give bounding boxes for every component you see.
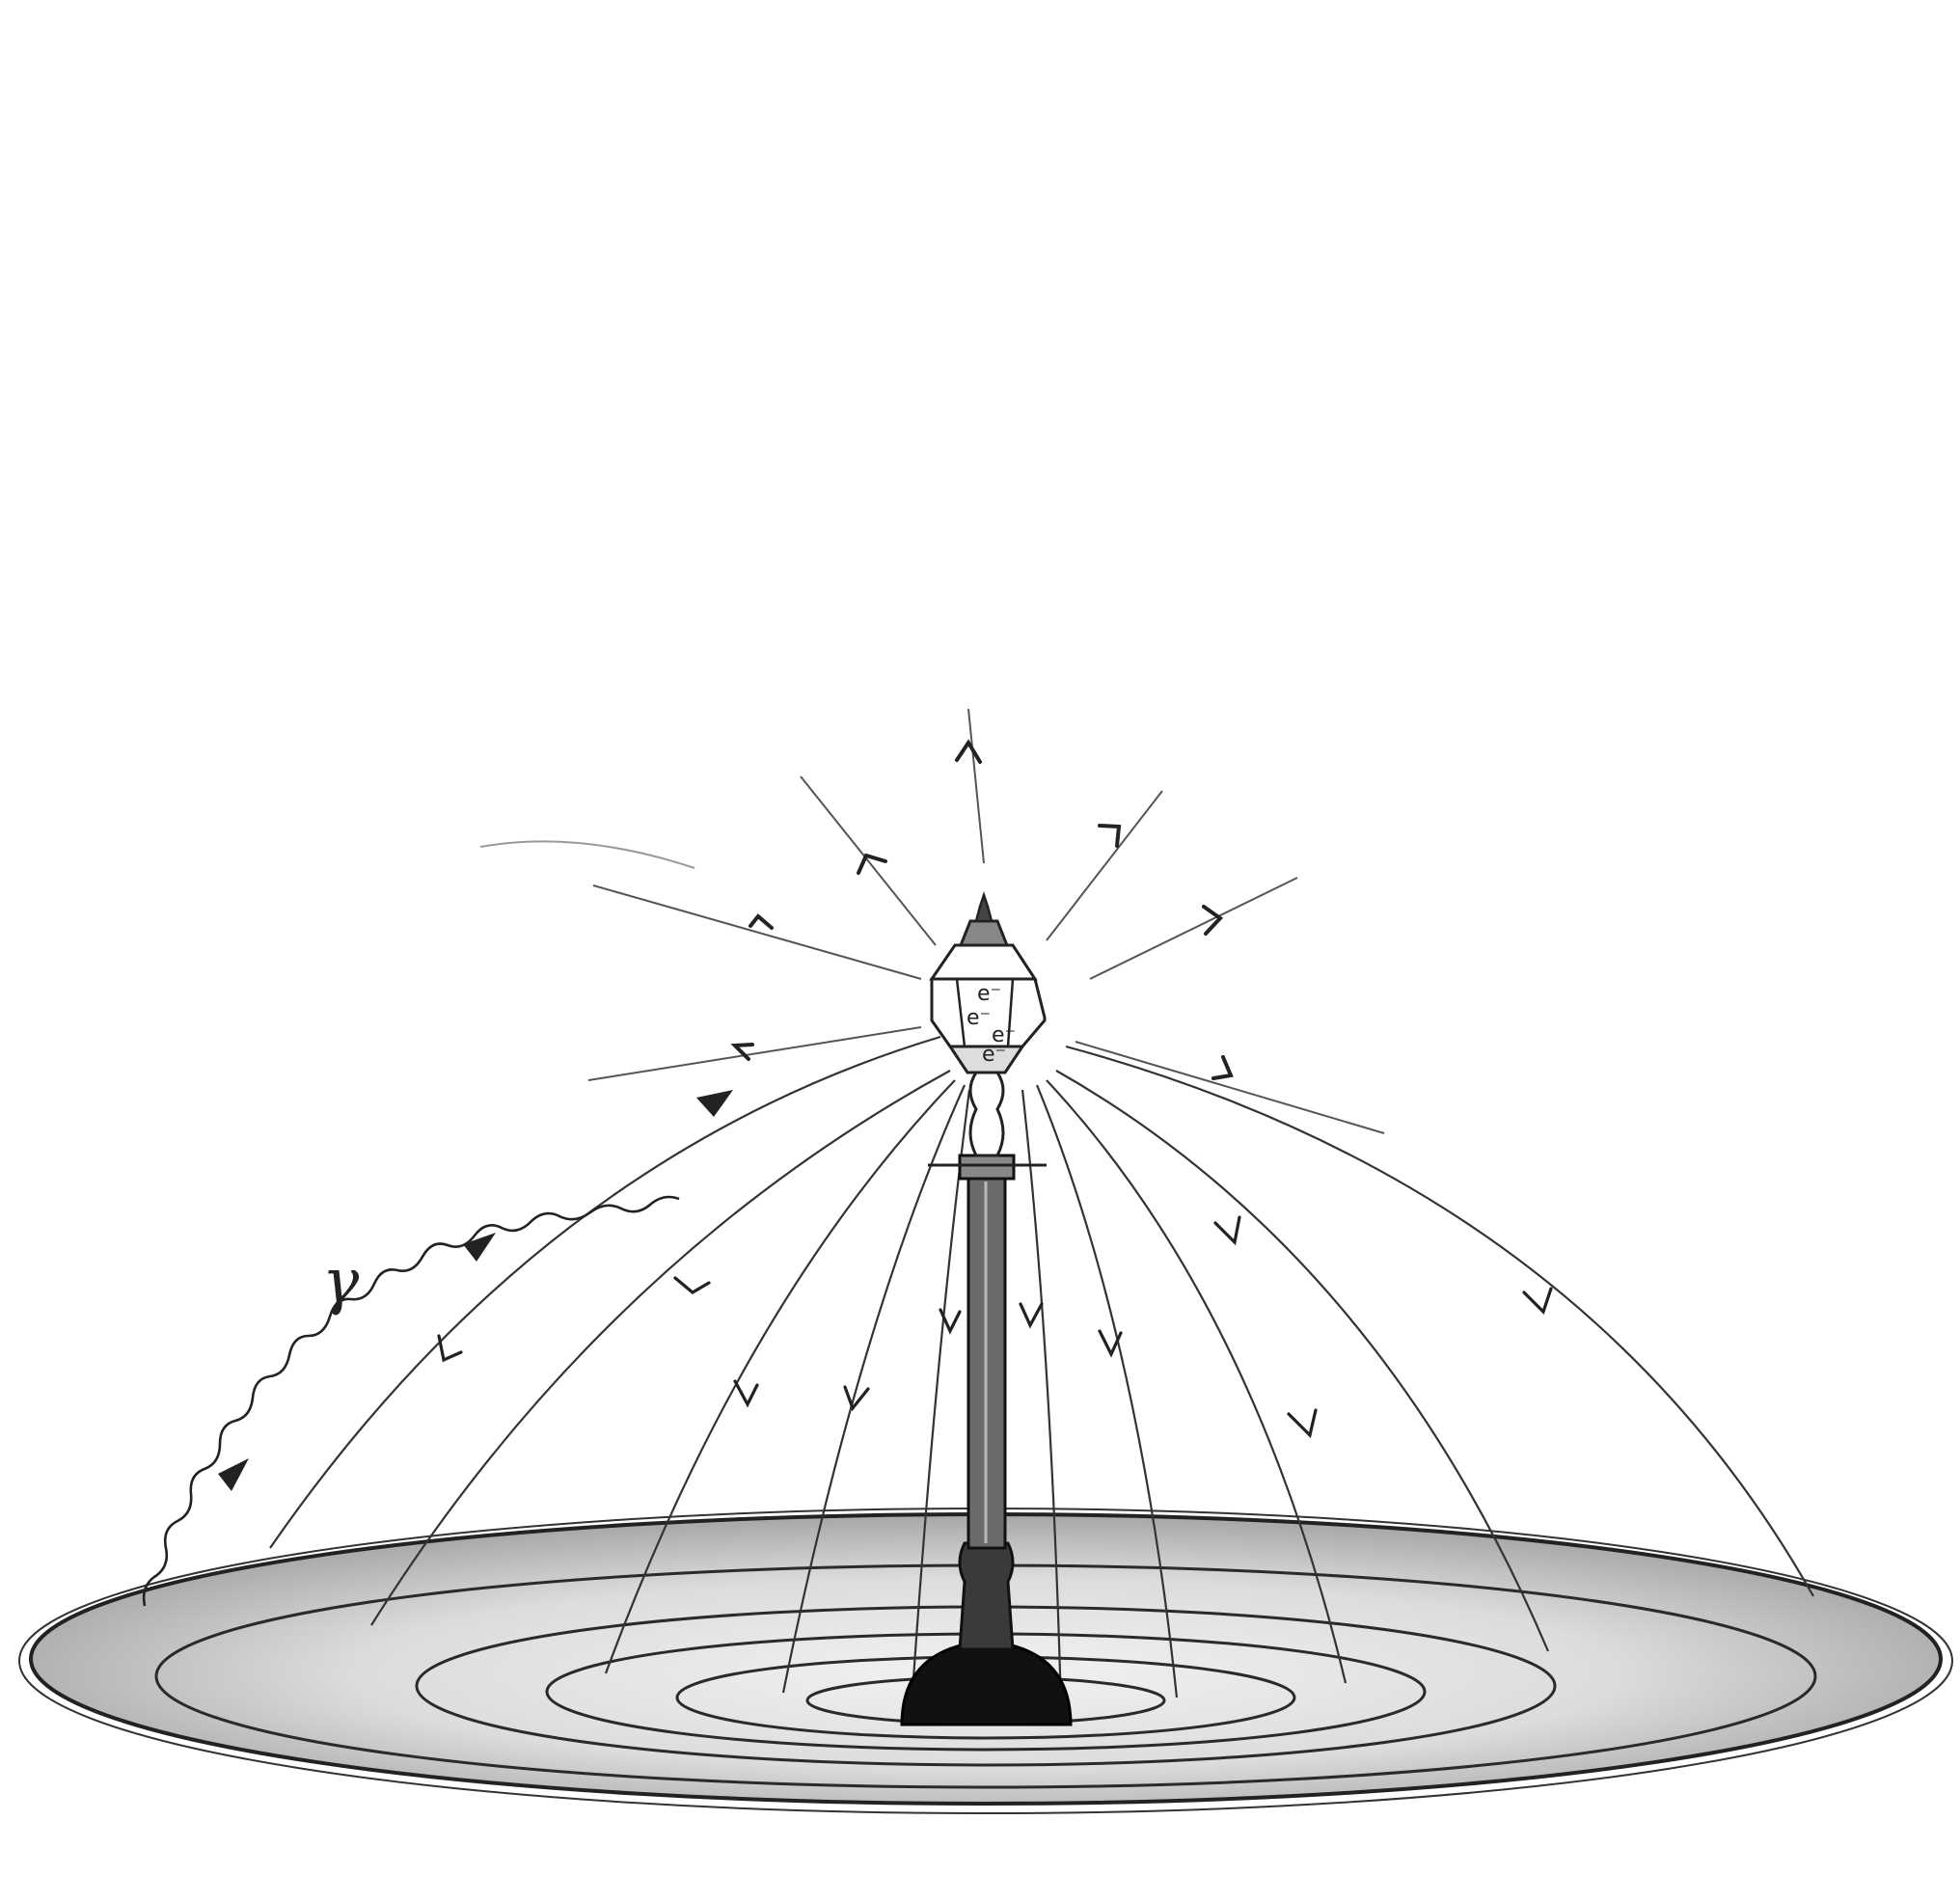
electron-label: e⁻ <box>992 1023 1016 1047</box>
arrowhead-icon <box>1098 1329 1123 1358</box>
field-line <box>269 1035 941 1549</box>
field-arrowheads <box>437 1215 1553 1439</box>
ray-left-high <box>592 884 922 980</box>
lantern-cap <box>958 919 1010 947</box>
street-lamp-icon: e⁻ e⁻ e⁻ e⁻ <box>900 891 1073 1726</box>
arrowhead-icon <box>843 1385 870 1412</box>
ray-right-mid <box>1075 1041 1385 1134</box>
ray-left-mid <box>587 1026 922 1081</box>
wavy-photon-icon <box>142 1195 680 1607</box>
electron-label: e⁻ <box>966 1006 991 1030</box>
field-line <box>370 1070 951 1626</box>
photon-arrowheads <box>218 1090 733 1491</box>
lantern-finial <box>974 891 994 923</box>
ray-left-arc <box>479 840 695 869</box>
field-line <box>1046 1079 1348 1684</box>
ray-upright <box>1046 790 1163 941</box>
emission-rays <box>479 708 1385 1134</box>
lamp-collar <box>958 1154 1016 1181</box>
arrowhead-icon <box>1522 1287 1553 1315</box>
ray-arrowheads <box>730 739 1234 1080</box>
arrowhead-icon <box>939 1308 962 1335</box>
field-line <box>1035 1084 1179 1698</box>
arrowhead-icon <box>463 1233 496 1262</box>
arrowhead-icon <box>749 913 774 930</box>
lantern-pane <box>955 978 966 1047</box>
lamp-pedestal <box>958 1541 1015 1651</box>
arrowhead-icon <box>955 739 982 764</box>
arrowhead-icon <box>218 1458 249 1491</box>
arrowhead-icon <box>1213 1215 1241 1246</box>
field-line <box>604 1079 956 1674</box>
arrowhead-icon <box>1287 1408 1318 1439</box>
field-line <box>1065 1045 1814 1597</box>
electron-label: e⁻ <box>977 982 1001 1006</box>
lantern-hood <box>929 943 1038 981</box>
arrowhead-icon <box>1098 824 1122 848</box>
arrowhead-icon <box>673 1276 711 1294</box>
arrowhead-icon <box>1019 1302 1044 1329</box>
ray-upleft <box>800 775 937 946</box>
arrowhead-icon <box>1202 905 1224 936</box>
arrowhead-icon <box>733 1379 759 1408</box>
ray-right-high <box>1089 877 1298 980</box>
arrowhead-icon <box>857 853 887 875</box>
gamma-label: γ <box>322 1246 360 1318</box>
arrowhead-icon <box>1211 1055 1234 1080</box>
arrowhead-icon <box>730 1043 754 1061</box>
arrowhead-icon <box>437 1334 463 1363</box>
field-line <box>1055 1070 1550 1652</box>
electron-label: e⁻ <box>982 1043 1006 1067</box>
arrowhead-icon <box>696 1090 733 1117</box>
lamp-neck <box>968 1071 1005 1157</box>
field-line <box>781 1084 966 1694</box>
ray-up <box>967 708 985 864</box>
lantern-pane <box>1006 978 1015 1047</box>
